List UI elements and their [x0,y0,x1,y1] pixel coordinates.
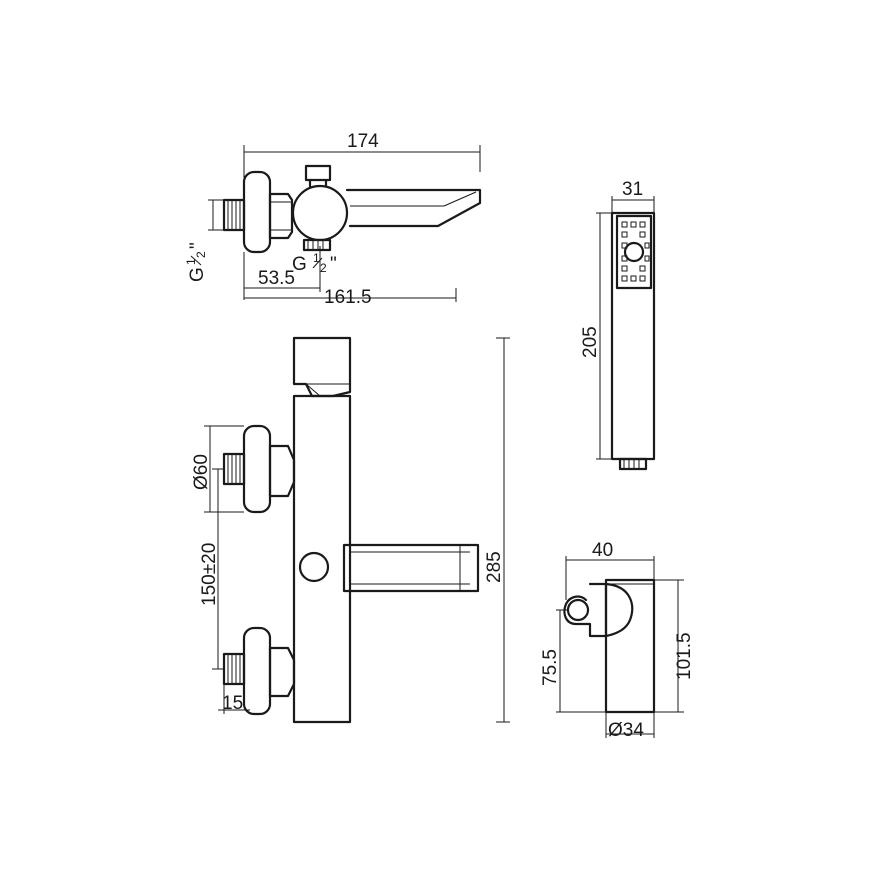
dim-top-inlet-g: G [187,267,208,282]
dim-front-thread: 15 [222,693,243,714]
dim-top-inlet-half: 1 [184,258,198,265]
dim-front-center-distance: 150±20 [199,543,220,606]
dim-shower-length: 205 [580,326,601,358]
holder-view: 40 101.5 75.5 Ø34 [540,540,695,741]
top-view: 174 G 1 [184,131,482,308]
dim-top-inlet-inch: " [187,242,208,249]
front-view: Ø60 150±20 15 285 [191,336,510,724]
dim-top-outlet-half: 1 [313,251,320,265]
dim-top-offset: 53.5 [258,268,295,289]
dim-top-depth: 161.5 [324,287,372,308]
dim-top-outlet-half-den: 2 [320,261,327,275]
dim-holder-height: 101.5 [674,632,695,680]
dim-front-inlet-diameter: Ø60 [191,454,212,490]
dim-top-outlet-g: G [292,254,307,275]
hand-shower-view: 31 205 [580,179,656,471]
dim-front-height: 285 [484,551,505,583]
dim-top-width: 174 [347,131,379,152]
dim-holder-width: 40 [592,540,613,561]
dim-top-inlet-half-den: 2 [194,251,208,258]
dim-holder-diameter: Ø34 [608,720,644,741]
dim-shower-width: 31 [622,179,643,200]
dim-holder-offset: 75.5 [540,649,561,686]
dim-top-outlet-inch: " [330,254,337,275]
shower-nozzles [621,221,650,282]
